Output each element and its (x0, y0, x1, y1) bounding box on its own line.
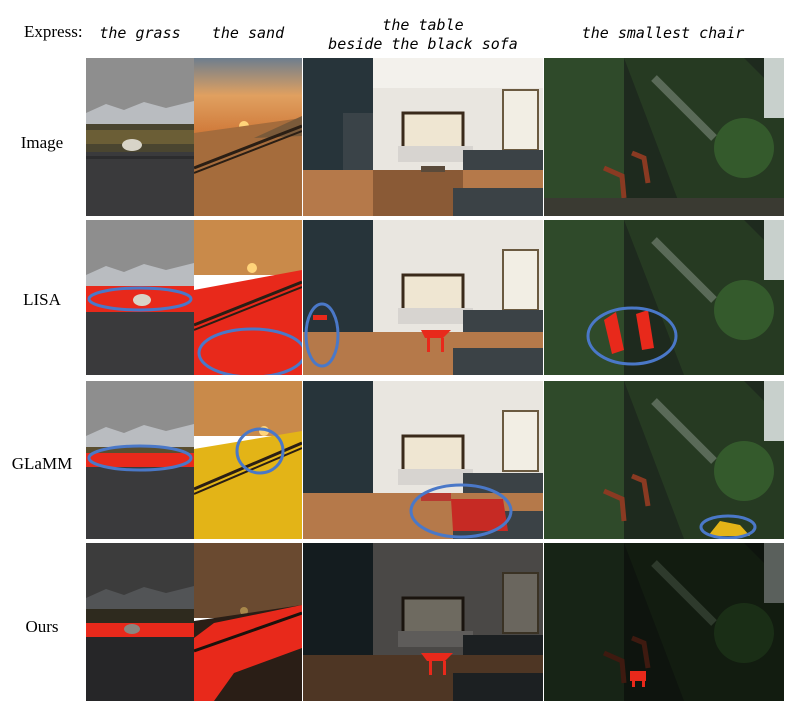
lisa-grass-result (86, 220, 194, 375)
ours-grass-result (86, 543, 194, 701)
express-label: Express: (24, 22, 83, 41)
lisa-chair-result (544, 220, 784, 375)
column-header-table-line1: the table (382, 16, 464, 34)
row-label-lisa: LISA (23, 290, 61, 309)
column-header-sand: the sand (211, 24, 285, 42)
lisa-sand-result (194, 220, 302, 375)
row-label-glamm: GLaMM (11, 454, 73, 473)
glamm-grass-result (86, 381, 194, 539)
ours-sand-result (194, 543, 302, 701)
image-grass-original (86, 58, 194, 216)
image-table-original (303, 58, 543, 216)
glamm-sand-result (194, 381, 302, 539)
glamm-table-result (303, 381, 543, 539)
ours-table-result (303, 543, 543, 701)
lisa-table-result (303, 220, 543, 375)
column-header-table: the table beside the black sofa (303, 16, 543, 54)
row-label-image: Image (20, 133, 64, 152)
column-header-table-line2: beside the black sofa (328, 35, 518, 53)
glamm-chair-result (544, 381, 784, 539)
column-header-chair: the smallest chair (581, 24, 745, 42)
image-sand-original (194, 58, 302, 216)
image-chair-original (544, 58, 784, 216)
ours-chair-result (544, 543, 784, 701)
row-label-ours: Ours (25, 617, 59, 636)
column-header-grass: the grass (99, 24, 181, 42)
